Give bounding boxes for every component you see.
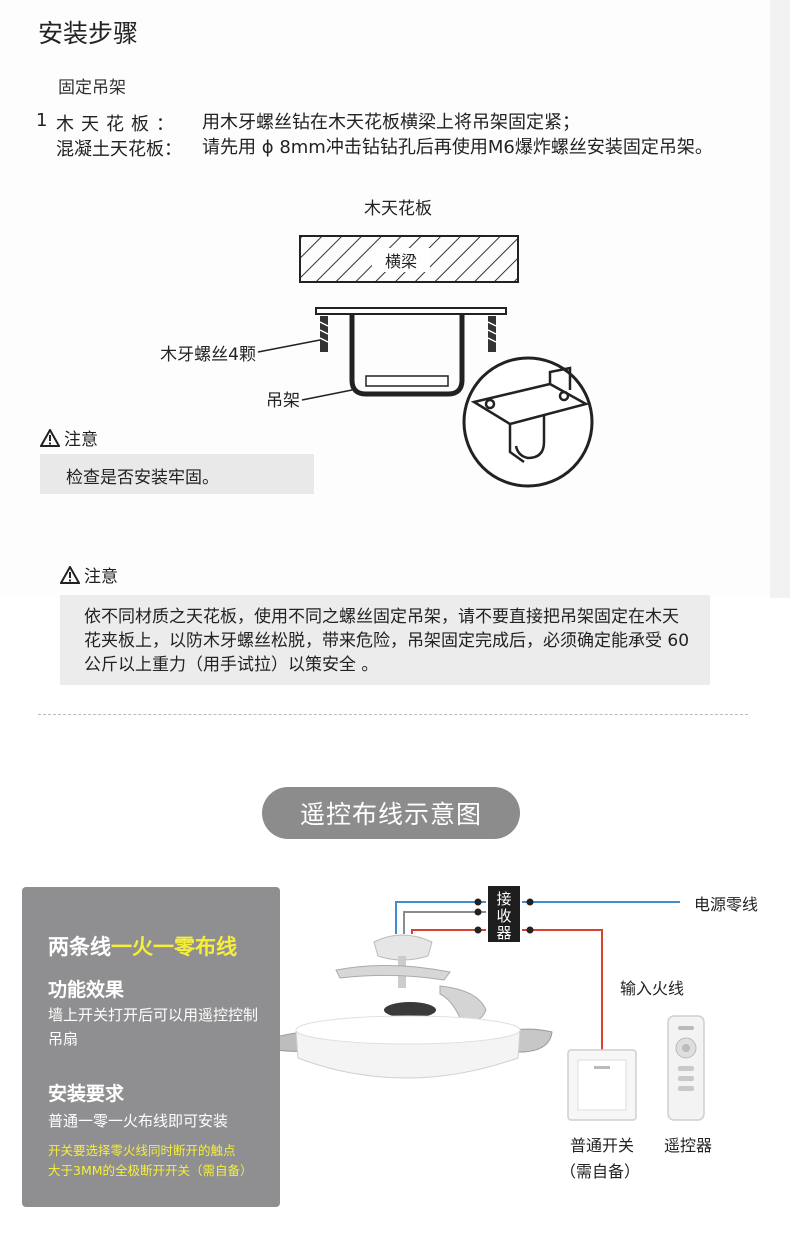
card-text-requirement: 普通一零一火布线即可安装 xyxy=(48,1112,229,1130)
screw-leader xyxy=(257,339,321,353)
concrete-ceiling-label: 混凝土天花板： xyxy=(56,139,182,160)
remote-label: 遥控器 xyxy=(664,1136,713,1155)
switch-label: 普通开关 xyxy=(570,1136,635,1155)
step-number: 1 xyxy=(36,110,48,131)
receiver-char-1: 接 xyxy=(496,890,511,908)
right-screw-icon xyxy=(487,316,497,352)
receiver-box xyxy=(488,886,520,942)
note-1-label: 注意 xyxy=(64,430,98,450)
screw-label: 木牙螺丝4颗 xyxy=(160,345,256,365)
bracket-leader xyxy=(301,389,353,401)
card-note-1: 开关要选择零火线同时断开的触点 xyxy=(48,1143,236,1158)
note-2-text: 依不同材质之天花板，使用不同之螺丝固定吊架，请不要直接把吊架固定在木天花夹板上，… xyxy=(84,607,690,675)
card-title: 两条线一火一零布线 xyxy=(48,931,237,961)
remote-control-icon xyxy=(667,1015,705,1121)
wood-ceiling-label: 木天花板： xyxy=(56,114,181,135)
detail-circle xyxy=(462,356,594,488)
wood-ceiling-text: 用木牙螺丝钻在木天花板横梁上将吊架固定紧； xyxy=(202,112,580,133)
bracket-slot xyxy=(365,375,449,387)
card-text-effect: 墙上开关打开后可以用遥控控制吊扇 xyxy=(48,1006,259,1048)
wall-switch-icon xyxy=(567,1049,637,1121)
receiver-char-3: 器 xyxy=(496,924,511,942)
neutral-label: 电源零线 xyxy=(694,895,759,914)
bracket-label: 吊架 xyxy=(266,391,300,411)
wiring-info-card: 两条线一火一零布线 功能效果 墙上开关打开后可以用遥控控制吊扇 安装要求 普通一… xyxy=(22,887,280,1207)
note-2-box: 依不同材质之天花板，使用不同之螺丝固定吊架，请不要直接把吊架固定在木天花夹板上，… xyxy=(60,595,710,685)
bracket-diagram: 木天花板 横梁 木牙螺丝4颗 吊架 xyxy=(160,199,594,488)
card-heading-effect: 功能效果 xyxy=(48,979,125,1001)
diagram-caption: 木天花板 xyxy=(364,199,432,219)
note-2-label: 注意 xyxy=(84,567,118,587)
card-note-2: 大于3MM的全极断开开关（需自备） xyxy=(48,1163,253,1178)
card-title-b: 一火一零布线 xyxy=(111,935,237,959)
bracket-plate xyxy=(315,307,507,315)
note-1: 注意 xyxy=(40,425,98,450)
beam-label-bg xyxy=(372,248,430,272)
receiver-char-2: 收 xyxy=(496,907,511,925)
warning-icon xyxy=(40,428,60,447)
bracket-detail-icon xyxy=(470,366,590,464)
ceiling-fan-icon xyxy=(280,934,553,1079)
concrete-ceiling-text: 请先用 ϕ 8mm冲击钻钻孔后再使用M6爆炸螺丝安装固定吊架。 xyxy=(202,137,713,158)
card-title-a: 两条线 xyxy=(48,935,111,959)
neutral-wire-left xyxy=(395,901,486,934)
divider xyxy=(38,714,748,715)
switch-sub-label: （需自备） xyxy=(560,1162,641,1181)
step-subhead: 固定吊架 xyxy=(58,78,126,98)
live-label: 输入火线 xyxy=(620,979,685,998)
live-wire-left xyxy=(411,929,486,934)
beam-label: 横梁 xyxy=(385,252,417,271)
note-1-text: 检查是否安装牢固。 xyxy=(66,468,219,488)
left-screw-icon xyxy=(319,316,329,352)
bracket-body xyxy=(349,314,465,397)
note-2: 注意 xyxy=(60,562,118,587)
live-wire-right xyxy=(522,929,603,1050)
install-section xyxy=(0,0,790,598)
warning-icon xyxy=(60,565,80,584)
card-heading-requirement: 安装要求 xyxy=(48,1083,125,1105)
wiring-title-pill: 遥控布线示意图 xyxy=(262,787,520,839)
page-title: 安装步骤 xyxy=(38,19,139,48)
wiring-diagram: 接 收 器 xyxy=(280,886,705,1121)
edge-strip xyxy=(770,0,790,598)
note-1-box: 检查是否安装牢固。 xyxy=(40,454,314,494)
grey-wire xyxy=(403,911,486,934)
